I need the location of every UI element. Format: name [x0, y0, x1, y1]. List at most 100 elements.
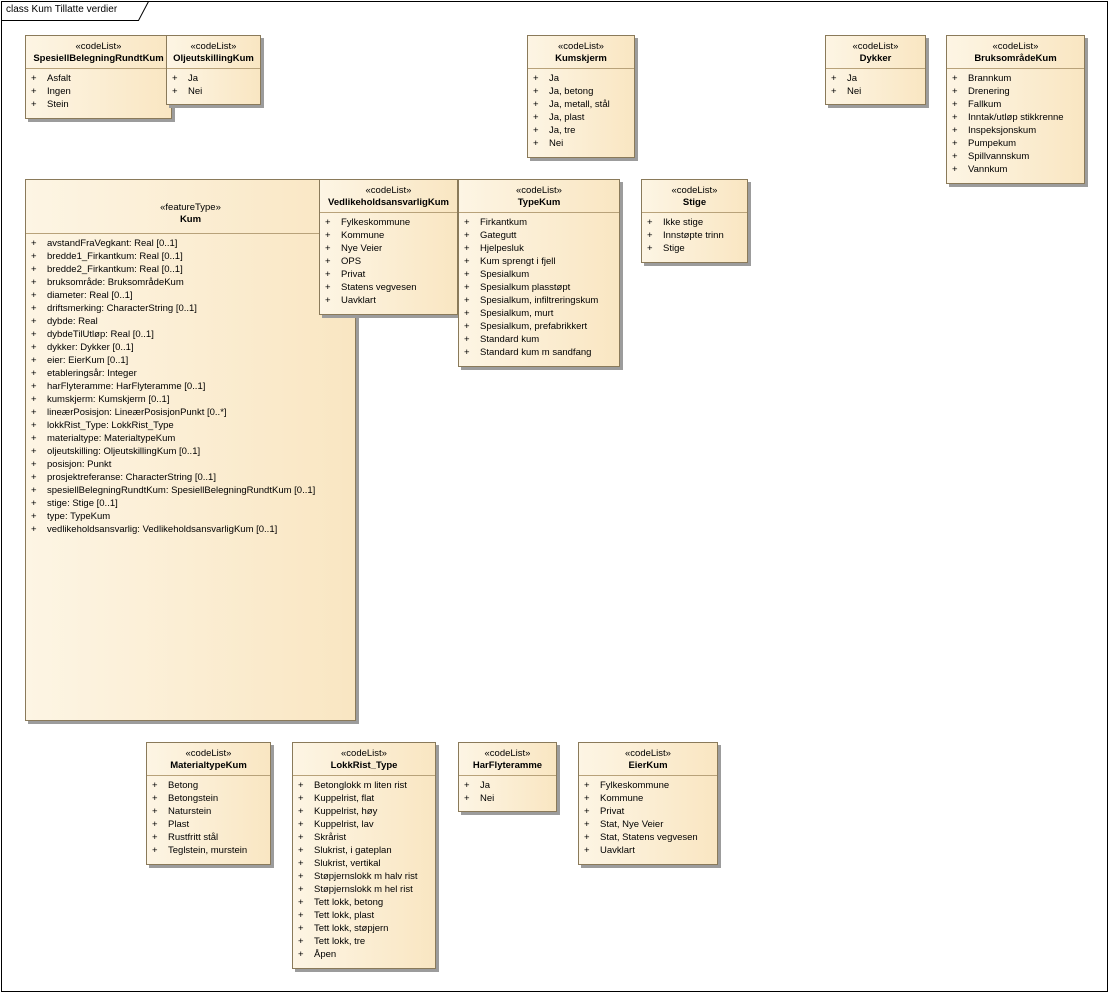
- class-box-oljeutskilling[interactable]: «codeList»OljeutskillingKum+Ja+Nei: [166, 35, 261, 105]
- class-box-spesiellBelegning[interactable]: «codeList»SpesiellBelegningRundtKum+Asfa…: [25, 35, 172, 119]
- public-visibility-icon: +: [31, 251, 37, 262]
- class-attribute-text: Naturstein: [168, 806, 212, 817]
- class-attribute-row: +Kommune: [579, 792, 717, 805]
- class-box-eier[interactable]: «codeList»EierKum+Fylkeskommune+Kommune+…: [578, 742, 718, 865]
- public-visibility-icon: +: [584, 845, 590, 856]
- public-visibility-icon: +: [31, 277, 37, 288]
- class-attribute-text: Nei: [847, 86, 862, 97]
- class-name: BruksområdeKum: [974, 53, 1057, 64]
- public-visibility-icon: +: [647, 243, 653, 254]
- class-attribute-row: +Ja, plast: [528, 111, 634, 124]
- class-header: «codeList»VedlikeholdsansvarligKum: [320, 180, 457, 213]
- class-attribute-text: Statens vegvesen: [341, 282, 417, 293]
- class-attribute-text: Ja, metall, stål: [549, 99, 610, 110]
- class-attribute-text: Plast: [168, 819, 190, 830]
- class-attribute-text: driftsmerking: CharacterString [0..1]: [47, 303, 197, 314]
- class-attribute-row: +Tett lokk, tre: [293, 935, 435, 948]
- class-attribute-text: Ja: [847, 73, 858, 84]
- class-attribute-text: Støpjernslokk m halv rist: [314, 871, 418, 882]
- class-box-lokkrist[interactable]: «codeList»LokkRist_Type+Betonglokk m lit…: [292, 742, 436, 969]
- class-header: «codeList»EierKum: [579, 743, 717, 776]
- class-attribute-text: Pumpekum: [968, 138, 1017, 149]
- class-attribute-row: +lokkRist_Type: LokkRist_Type: [26, 419, 355, 432]
- public-visibility-icon: +: [325, 282, 331, 293]
- public-visibility-icon: +: [31, 394, 37, 405]
- class-attribute-text: Stat, Statens vegvesen: [600, 832, 698, 843]
- class-attribute-text: Innstøpte trinn: [663, 230, 724, 241]
- class-attribute-text: Kum sprengt i fjell: [480, 256, 556, 267]
- class-attribute-text: Ingen: [47, 86, 71, 97]
- class-attribute-text: Spesialkum: [480, 269, 530, 280]
- public-visibility-icon: +: [298, 897, 304, 908]
- class-attribute-text: Slukrist, vertikal: [314, 858, 381, 869]
- public-visibility-icon: +: [464, 321, 470, 332]
- class-attribute-text: Kommune: [341, 230, 385, 241]
- public-visibility-icon: +: [464, 347, 470, 358]
- class-attribute-text: materialtype: MaterialtypeKum: [47, 433, 176, 444]
- class-attribute-text: Privat: [600, 806, 625, 817]
- class-attribute-list: +Betong+Betongstein+Naturstein+Plast+Rus…: [147, 776, 270, 857]
- class-box-bruksomrade[interactable]: «codeList»BruksområdeKum+Brannkum+Drener…: [946, 35, 1085, 184]
- class-stereotype: «codeList»: [185, 748, 232, 759]
- class-attribute-row: +Drenering: [947, 85, 1084, 98]
- public-visibility-icon: +: [584, 793, 590, 804]
- class-header: «codeList»Dykker: [826, 36, 925, 69]
- public-visibility-icon: +: [464, 308, 470, 319]
- class-box-dykker[interactable]: «codeList»Dykker+Ja+Nei: [825, 35, 926, 105]
- class-attribute-row: +Støpjernslokk m halv rist: [293, 870, 435, 883]
- class-attribute-row: +Inntak/utløp stikkrenne: [947, 111, 1084, 124]
- class-attribute-row: +Tett lokk, støpjern: [293, 922, 435, 935]
- public-visibility-icon: +: [31, 264, 37, 275]
- public-visibility-icon: +: [152, 845, 158, 856]
- class-attribute-text: Ja: [549, 73, 560, 84]
- class-stereotype: «codeList»: [190, 41, 237, 52]
- public-visibility-icon: +: [952, 73, 958, 84]
- class-name: Kumskjerm: [555, 53, 607, 64]
- class-box-kum[interactable]: Abstr«featureType»Kum+avstandFraVegkant:…: [25, 179, 356, 721]
- public-visibility-icon: +: [952, 125, 958, 136]
- class-box-materialtype[interactable]: «codeList»MaterialtypeKum+Betong+Betongs…: [146, 742, 271, 865]
- class-box-typekum[interactable]: «codeList»TypeKum+Firkantkum+Gategutt+Hj…: [458, 179, 620, 367]
- public-visibility-icon: +: [31, 498, 37, 509]
- public-visibility-icon: +: [31, 86, 37, 97]
- class-attribute-list: +Ikke stige+Innstøpte trinn+Stige: [642, 213, 747, 255]
- class-box-harflyteramme[interactable]: «codeList»HarFlyteramme+Ja+Nei: [458, 742, 557, 812]
- class-attribute-text: Drenering: [968, 86, 1010, 97]
- class-attribute-row: +Stat, Nye Veier: [579, 818, 717, 831]
- class-attribute-text: Spesialkum, infiltreringskum: [480, 295, 599, 306]
- class-attribute-row: +kumskjerm: Kumskjerm [0..1]: [26, 393, 355, 406]
- title-tab-shape: [1, 1, 149, 21]
- class-attribute-row: +Slukrist, vertikal: [293, 857, 435, 870]
- class-attribute-row: + Ingen: [26, 85, 171, 98]
- class-box-stige[interactable]: «codeList»Stige+Ikke stige+Innstøpte tri…: [641, 179, 748, 263]
- class-attribute-text: spesiellBelegningRundtKum: SpesiellBeleg…: [47, 485, 316, 496]
- class-box-kumskjerm[interactable]: «codeList»Kumskjerm+Ja+Ja, betong+Ja, me…: [527, 35, 635, 158]
- class-attribute-text: lineærPosisjon: LineærPosisjonPunkt [0..…: [47, 407, 227, 418]
- class-attribute-row: +diameter: Real [0..1]: [26, 289, 355, 302]
- class-attribute-text: dybdeTilUtløp: Real [0..1]: [47, 329, 154, 340]
- class-attribute-row: +Stige: [642, 242, 747, 255]
- class-box-vedlikehold[interactable]: «codeList»VedlikeholdsansvarligKum+Fylke…: [319, 179, 458, 315]
- class-attribute-text: Nye Veier: [341, 243, 383, 254]
- class-attribute-text: harFlyteramme: HarFlyteramme [0..1]: [47, 381, 206, 392]
- public-visibility-icon: +: [298, 910, 304, 921]
- class-attribute-row: +Stein: [26, 98, 171, 111]
- public-visibility-icon: +: [952, 112, 958, 123]
- class-name: LokkRist_Type: [330, 760, 398, 771]
- class-attribute-text: Uavklart: [341, 295, 376, 306]
- class-attribute-text: Firkantkum: [480, 217, 527, 228]
- class-attribute-row: +Kum sprengt i fjell: [459, 255, 619, 268]
- public-visibility-icon: +: [31, 355, 37, 366]
- public-visibility-icon: +: [172, 73, 178, 84]
- class-attribute-list: +Firkantkum+Gategutt+Hjelpesluk+Kum spre…: [459, 213, 619, 359]
- class-name: HarFlyteramme: [472, 760, 543, 771]
- class-stereotype: «codeList»: [558, 41, 604, 52]
- public-visibility-icon: +: [464, 243, 470, 254]
- class-attribute-row: +Støpjernslokk m hel rist: [293, 883, 435, 896]
- class-attribute-text: oljeutskilling: OljeutskillingKum [0..1]: [47, 446, 201, 457]
- class-attribute-row: +Uavklart: [320, 294, 457, 307]
- class-attribute-row: +Rustfritt stål: [147, 831, 270, 844]
- public-visibility-icon: +: [298, 884, 304, 895]
- class-header: «codeList»HarFlyteramme: [459, 743, 556, 776]
- class-attribute-list: +Ja+Nei: [826, 69, 925, 98]
